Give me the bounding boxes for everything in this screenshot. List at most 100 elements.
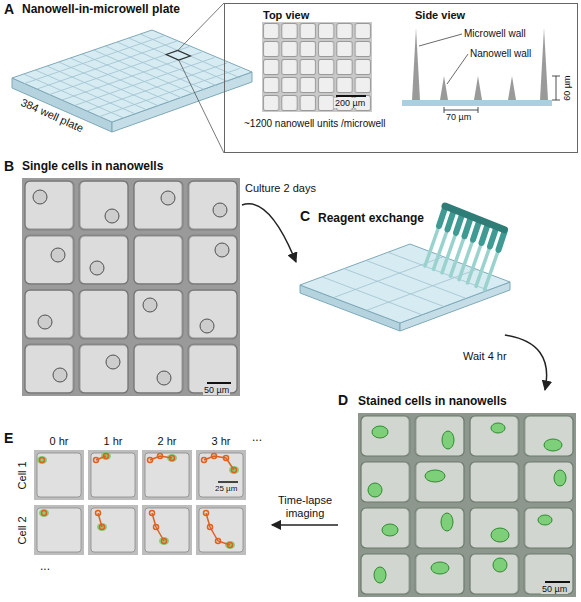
plate-384 [12, 3, 252, 153]
panel-title: Nanowell-in-microwell plate [22, 3, 180, 17]
brightfield-image-part [215, 243, 229, 257]
fluorescence-image [358, 413, 576, 597]
time-lapse-frames-part [37, 508, 81, 552]
time-lapse-frames [34, 450, 246, 555]
top-view-grid [262, 22, 372, 112]
fluorescence-image-part [442, 431, 454, 449]
panel-d: DStained cells in nanowells [338, 390, 578, 598]
time-lapse-frames-part [202, 458, 207, 463]
side-view-profile-part [440, 76, 448, 100]
plate-with-pipettes-part [445, 206, 505, 230]
panel-title: Single cells in nanowells [22, 160, 163, 174]
side-view-profile-part [447, 54, 468, 84]
fluorescence-image-part [491, 528, 509, 542]
row-label: Cell 1 [16, 461, 29, 489]
time-lapse-frames-part [228, 543, 233, 548]
side-view-profile-part [444, 110, 478, 111]
time-lapse-frames-part [170, 456, 175, 461]
time-label: 2 hr [158, 435, 177, 448]
fluorescence-image-part [368, 483, 382, 497]
side-view-profile-part [540, 28, 548, 100]
brightfield-image-part [33, 190, 47, 204]
plate-with-pipettes-part [448, 211, 454, 229]
panel-title: Reagent exchange [318, 212, 424, 226]
brightfield-image-part [51, 248, 65, 262]
brightfield-image-part [157, 371, 171, 385]
brightfield-image-part [53, 368, 67, 382]
time-lapse-frames-part [145, 453, 189, 497]
side-view-profile-part [474, 76, 482, 100]
time-lapse-frames-part [199, 508, 243, 552]
fluorescence-image-part [372, 426, 388, 438]
time-lapse-frames-part [150, 511, 155, 516]
time-lapse-frames-part [154, 525, 159, 530]
scale-label: 50 µm [541, 584, 568, 594]
time-lapse-frames-part [196, 450, 246, 500]
plate-384-part [179, 60, 224, 153]
side-view-profile [402, 28, 560, 113]
top-view-grid-part [262, 22, 372, 112]
time-lapse-frames-part [216, 539, 221, 544]
time-lapse-frames-part [37, 452, 239, 549]
plate-with-pipettes-part [425, 206, 505, 290]
panel-c: CReagent exchange [296, 195, 535, 335]
part-label: Microwell wall [464, 28, 526, 40]
annotation: ~1200 nanowell units /microwell [244, 118, 385, 130]
fluorescence-image-part [544, 439, 562, 451]
fluorescence-image-part [554, 470, 566, 486]
time-lapse-frames-part [42, 511, 47, 516]
arrow-label: Time-lapse imaging [273, 494, 337, 519]
time-label: 3 hr [212, 435, 231, 448]
time-lapse-frames-part [91, 508, 135, 552]
brightfield-image-part [143, 298, 157, 312]
dimension-label: 60 µm [562, 76, 572, 101]
time-lapse-frames-part [158, 454, 163, 459]
top-view-grid-part [336, 95, 366, 97]
time-lapse-frames-part [100, 525, 105, 530]
top-view-grid-part [262, 22, 372, 112]
plate-384-part [100, 69, 240, 117]
ellipsis: ... [40, 560, 50, 574]
time-lapse-frames-part [34, 505, 84, 555]
plate-384-part [24, 34, 241, 118]
plate-with-pipettes-part [485, 250, 499, 290]
time-lapse-frames-part [196, 505, 246, 555]
plate-with-pipettes-part [300, 244, 510, 323]
brightfield-image-part [161, 191, 175, 205]
time-lapse-frames-part [96, 511, 101, 516]
time-lapse-frames-part [204, 511, 209, 516]
fluorescence-image-part [425, 470, 445, 482]
time-label: 1 hr [104, 435, 123, 448]
side-view-profile-part [556, 76, 557, 100]
process-arrow [242, 204, 296, 262]
side-view-profile-part [508, 76, 516, 100]
time-lapse-frames-part [148, 458, 153, 463]
row-label: Cell 2 [16, 516, 29, 544]
time-lapse-frames-part [224, 456, 229, 461]
process-arrow [272, 524, 338, 526]
brightfield-image-part [90, 261, 104, 275]
time-lapse-frames-part [37, 456, 47, 464]
time-lapse-frames-part [104, 454, 109, 459]
time-lapse-frames-part [142, 505, 192, 555]
plate-with-pipettes-part [490, 228, 496, 246]
fluorescence-image-part [493, 558, 507, 572]
plate-with-pipettes-part [366, 260, 466, 298]
fluorescence-image-part [382, 524, 398, 536]
plate-with-pipettes [300, 206, 510, 331]
plate-with-pipettes-part [473, 222, 479, 240]
time-lapse-frames-part [232, 468, 237, 473]
plate-384-part [25, 36, 165, 84]
time-lapse-frames-part [34, 450, 246, 555]
fluorescence-image-part [374, 567, 386, 583]
time-lapse-frames-part [94, 458, 99, 463]
side-view-profile-part [419, 34, 462, 46]
brightfield-image-part [213, 203, 227, 217]
process-arrow [505, 335, 547, 390]
arrow-label: Wait 4 hr [462, 350, 508, 363]
fluorescence-image-part [545, 581, 570, 583]
scale-label: 25 µm [214, 484, 238, 493]
part-label: Nanowell wall [470, 48, 531, 60]
side-view-profile-part [402, 100, 552, 106]
panel-letter: E [4, 430, 13, 446]
